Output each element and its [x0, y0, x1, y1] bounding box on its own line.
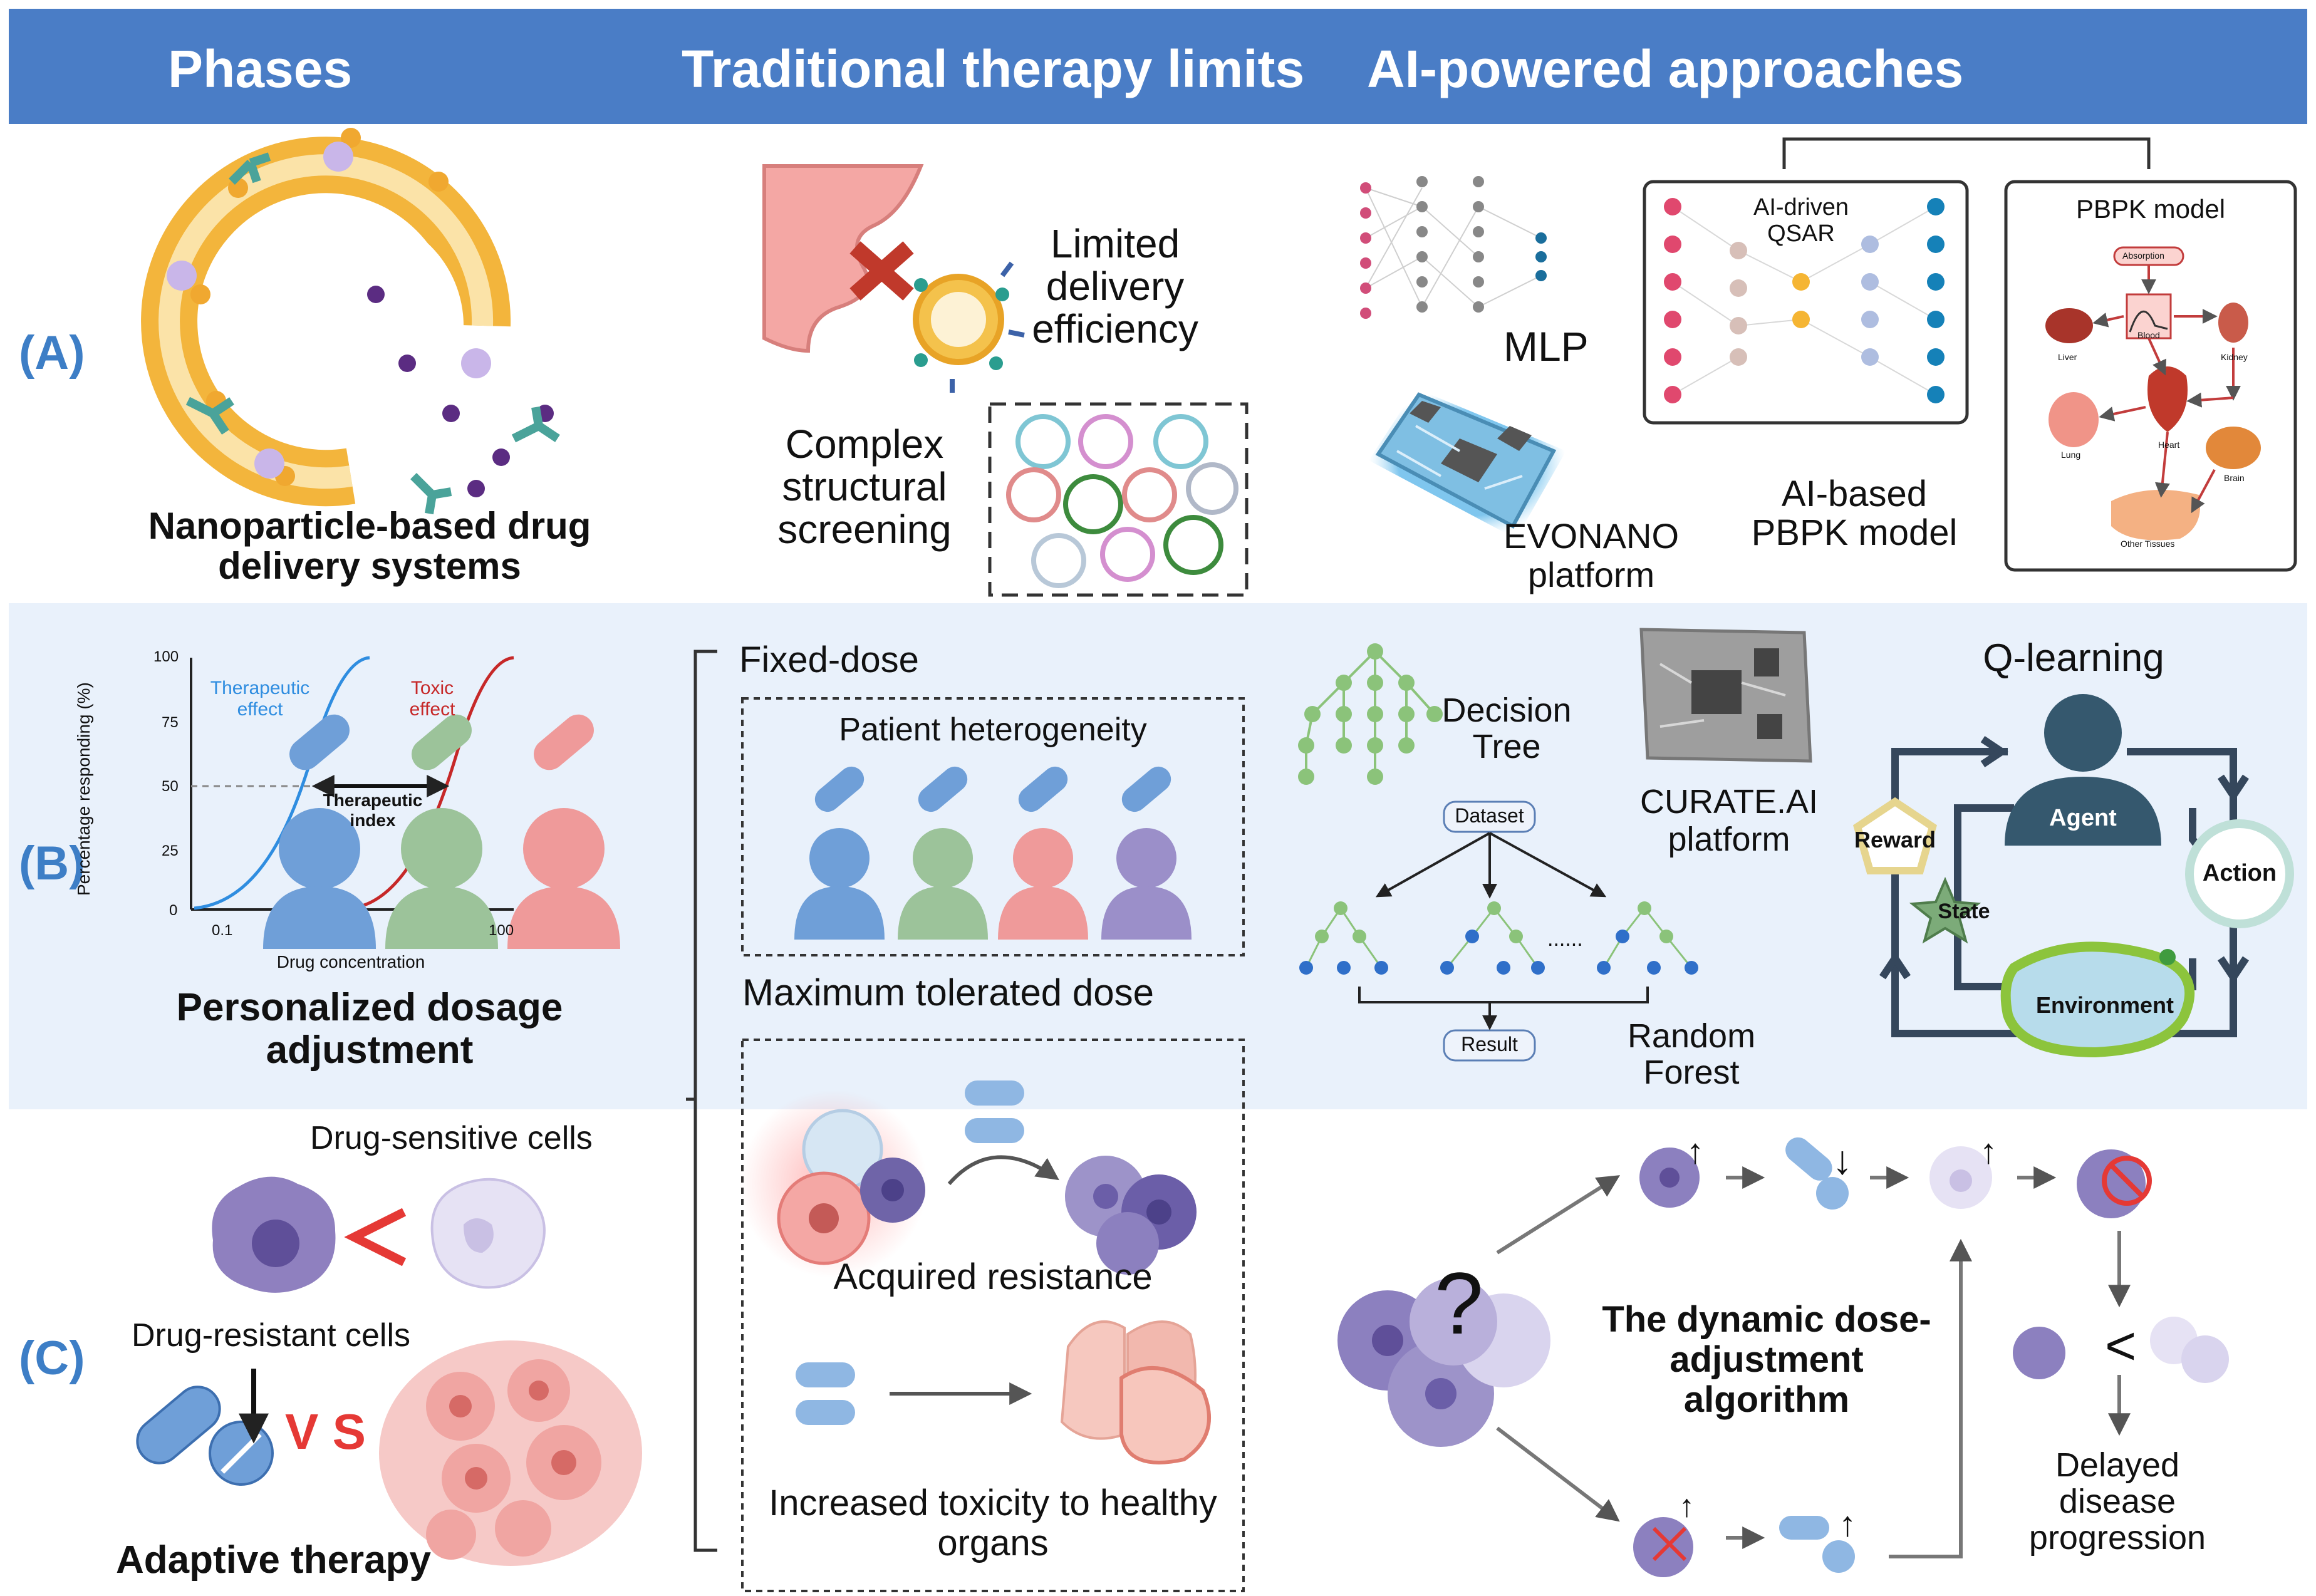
up-arrow-4: ↑ — [1839, 1504, 1856, 1543]
toxic-effect-label: Toxic effect — [409, 678, 455, 720]
header-ai: AI-powered approaches — [1367, 39, 1964, 98]
fixed-dose-label: Fixed-dose — [739, 640, 919, 680]
chart-ylabel: Percentage responding (%) — [74, 682, 93, 896]
organ-other: Other Tissues — [2121, 539, 2175, 549]
chart-xlabel: Drug concentration — [276, 952, 425, 972]
less-than-2: < — [2105, 1316, 2137, 1376]
chart-pills-people — [263, 714, 620, 949]
dataset-node: Dataset — [1455, 804, 1524, 827]
up-arrow-3: ↑ — [1679, 1488, 1695, 1523]
down-arrow-1: ↓ — [1832, 1137, 1852, 1183]
forest-ellipsis: ...... — [1547, 927, 1583, 951]
up-arrow-1: ↑ — [1686, 1131, 1704, 1171]
polymer-screening-box — [988, 402, 1249, 597]
organ-blood: Blood — [2137, 330, 2160, 340]
limited-delivery-graphic — [762, 164, 1025, 393]
ytick-25: 25 — [162, 842, 179, 859]
delayed-progression-label: Delayed disease progression — [2028, 1446, 2206, 1557]
phase-adaptive: Adaptive therapy — [116, 1538, 432, 1582]
therapeutic-effect-label: Therapeutic effect — [210, 678, 310, 720]
ai-pbpk-label: AI-based PBPK model — [1751, 474, 1958, 553]
evonano-chip-graphic — [1369, 388, 1566, 539]
patient-heterogeneity-label: Patient heterogeneity — [839, 712, 1147, 748]
row-label-b: (B) — [19, 837, 85, 890]
environment-label: Environment — [2035, 992, 2174, 1018]
organ-lung: Lung — [2061, 450, 2081, 460]
phase-personalized: Personalized dosage adjustment — [176, 986, 563, 1072]
acquired-resistance-label: Acquired resistance — [833, 1257, 1153, 1297]
middle-bracket — [686, 650, 717, 1552]
ytick-0: 0 — [169, 902, 178, 919]
row-label-a: (A) — [19, 326, 85, 380]
mlp-network-graphic — [1360, 176, 1547, 319]
random-forest-graphic — [1299, 801, 1698, 1062]
organ-brain: Brain — [2224, 473, 2245, 483]
result-node: Result — [1461, 1033, 1518, 1055]
complex-screening-text: Complex structural screening — [777, 422, 952, 552]
phase-nanoparticle: Nanoparticle-based drug delivery systems — [148, 505, 591, 587]
decision-tree-graphic — [1298, 643, 1443, 785]
adaptive-pills-tumor — [136, 1340, 642, 1566]
curate-chip-graphic — [1639, 628, 1812, 763]
dynamic-algorithm-label: The dynamic dose-adjustment algorithm — [1602, 1299, 1931, 1420]
limited-delivery-text: Limited delivery efficiency — [1032, 221, 1198, 351]
reward-label: Reward — [1854, 827, 1936, 852]
organ-kidney: Kidney — [2221, 352, 2248, 362]
action-label: Action — [2202, 860, 2277, 886]
bracket-connector — [1782, 137, 2151, 169]
question-mark: ? — [1435, 1254, 1483, 1352]
state-label: State — [1938, 899, 1990, 923]
toxicity-label: Increased toxicity to healthy organs — [769, 1483, 1217, 1563]
organ-liver: Liver — [2058, 352, 2077, 362]
xtick-0-1: 0.1 — [212, 922, 233, 939]
xtick-100: 100 — [489, 922, 514, 939]
drug-resistant-label: Drug-resistant cells — [132, 1317, 411, 1354]
header-bar: Phases Traditional therapy limits AI-pow… — [9, 9, 2307, 124]
sensitive-resistant-cells — [212, 1176, 546, 1293]
row-label-c: (C) — [19, 1332, 85, 1385]
patient-heterogeneity-box — [741, 697, 1245, 956]
header-phases: Phases — [168, 39, 353, 98]
q-learning-graphic — [1853, 694, 2294, 1058]
q-learning-title: Q-learning — [1983, 636, 2164, 680]
organ-absorption: Absorption — [2122, 251, 2164, 261]
qsar-label: AI-driven QSAR — [1753, 194, 1849, 247]
dynamic-algorithm-graphic — [1337, 1137, 2229, 1577]
pbpk-box — [2004, 180, 2297, 572]
up-arrow-2: ↑ — [1980, 1131, 1997, 1171]
mtd-box — [739, 1039, 1245, 1592]
agent-label: Agent — [2049, 805, 2117, 831]
decision-tree-label: Decision Tree — [1441, 692, 1572, 765]
organ-heart: Heart — [2158, 440, 2180, 450]
header-traditional: Traditional therapy limits — [682, 39, 1305, 98]
curate-label: CURATE.AI platform — [1639, 783, 1819, 858]
vs-label: V S — [285, 1404, 366, 1459]
ytick-75: 75 — [162, 714, 179, 731]
mlp-label: MLP — [1503, 323, 1589, 370]
qsar-box — [1643, 180, 1969, 425]
pbpk-title: PBPK model — [2075, 194, 2226, 224]
liposome-graphic — [141, 128, 560, 515]
random-forest-label: Random Forest — [1627, 1017, 1756, 1091]
evonano-label: EVONANO platform — [1503, 516, 1680, 594]
therapeutic-index-label: Therapeutic index — [323, 790, 423, 830]
ytick-100: 100 — [153, 648, 179, 665]
mtd-label: Maximum tolerated dose — [742, 972, 1154, 1013]
ytick-50: 50 — [162, 778, 179, 795]
drug-sensitive-label: Drug-sensitive cells — [310, 1120, 593, 1156]
